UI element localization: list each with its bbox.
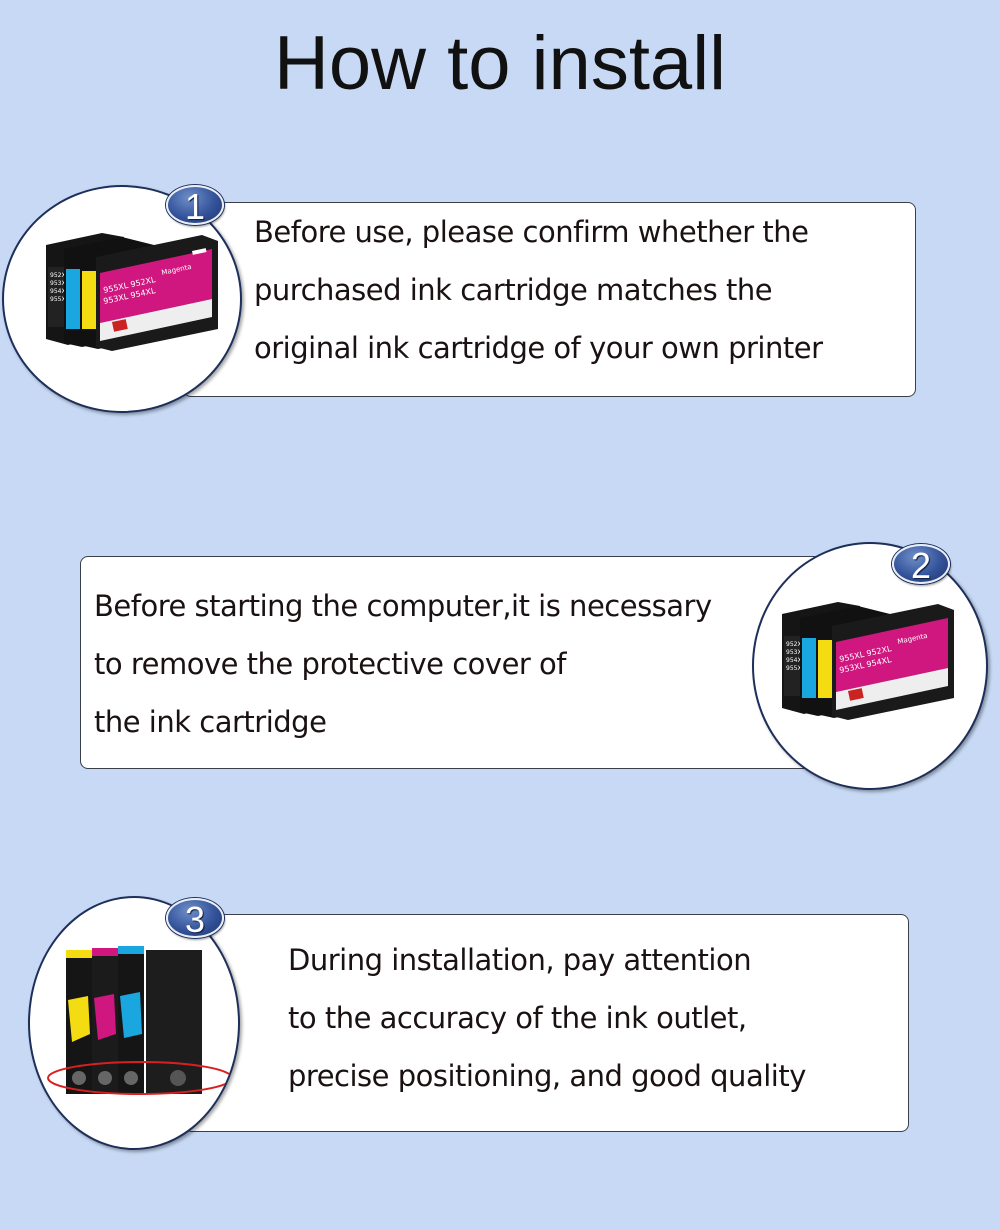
step-1-line-3: original ink cartridge of your own print…: [254, 331, 823, 365]
side-label-2: 953XL: [786, 649, 806, 656]
step-2-line-1: Before starting the computer,it is neces…: [94, 589, 712, 623]
step-1-card: Before use, please confirm whether the p…: [183, 202, 916, 397]
step-3-line-1: During installation, pay attention: [288, 943, 752, 977]
step-2-card: Before starting the computer,it is neces…: [80, 556, 822, 769]
step-3-number-badge: 3: [166, 898, 224, 938]
side-label-4: 955XL: [786, 665, 806, 672]
side-label-2: 953XL: [50, 280, 70, 287]
step-3-card: During installation, pay attention to th…: [184, 914, 909, 1132]
step-1-line-2: purchased ink cartridge matches the: [254, 273, 773, 307]
side-label-3: 954XL: [50, 288, 70, 295]
step-2-number-badge: 2: [892, 544, 950, 584]
ink-cartridges-illustration: 952XL 953XL 954XL 955XL 955XL 952XL 953X…: [782, 602, 954, 720]
step-2-cartridge-image: 952XL 953XL 954XL 955XL 955XL 952XL 953X…: [752, 542, 988, 790]
ink-cartridges-illustration: 952XL 953XL 954XL 955XL 955XL 952XL 953X…: [46, 233, 218, 351]
side-label-1: 952XL: [50, 272, 70, 279]
step-3-cartridge-image: [28, 896, 240, 1150]
side-label-4: 955XL: [50, 296, 70, 303]
step-1-number-badge: 1: [166, 185, 224, 225]
step-1-line-1: Before use, please confirm whether the: [254, 215, 809, 249]
ink-outlet-illustration: [47, 946, 233, 1095]
step-2-line-3: the ink cartridge: [94, 705, 327, 739]
side-label-1: 952XL: [786, 641, 806, 648]
step-3-line-2: to the accuracy of the ink outlet,: [288, 1001, 747, 1035]
step-2-line-2: to remove the protective cover of: [94, 647, 567, 681]
page-title: How to install: [274, 21, 726, 106]
side-label-3: 954XL: [786, 657, 806, 664]
step-3-line-3: precise positioning, and good quality: [288, 1059, 806, 1093]
